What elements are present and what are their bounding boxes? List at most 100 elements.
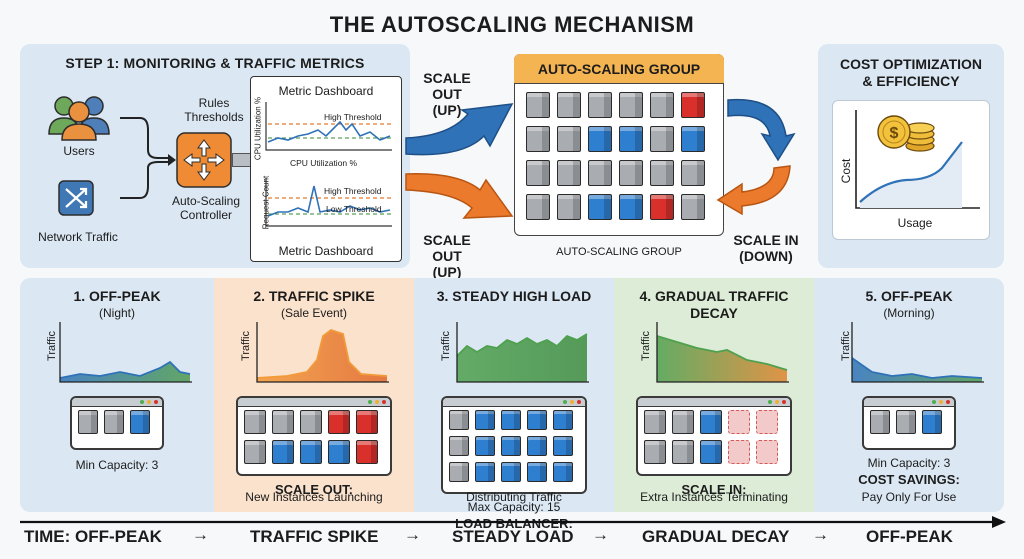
server-instance [328, 410, 350, 434]
timeline-step-arrow: → [192, 525, 209, 544]
server-instance [475, 410, 495, 430]
server-instance [244, 410, 266, 434]
rules-label: Rules Thresholds [184, 96, 244, 124]
server-instance [672, 410, 694, 434]
server-instance [681, 126, 705, 152]
users-label: Users [63, 144, 95, 158]
server-instance [650, 126, 674, 152]
server-instance [501, 436, 521, 456]
traffic-axis-label: Traffic [640, 331, 652, 361]
timeline-step-arrow: → [404, 525, 421, 544]
server-instance [681, 160, 705, 186]
asg-header: AUTO-SCALING GROUP [514, 54, 724, 84]
cost-chart [855, 110, 980, 209]
server-instance [557, 194, 581, 220]
server-instance [681, 92, 705, 118]
phase-title: 4. GRADUAL TRAFFIC DECAY [639, 288, 789, 321]
server-instance [527, 436, 547, 456]
cost-ylabel: Cost [839, 158, 853, 184]
server-instance [104, 410, 124, 434]
server-instance [501, 462, 521, 482]
timeline-label: GRADUAL DECAY [642, 527, 790, 546]
traffic-chart [456, 322, 589, 383]
page-title: THE AUTOSCALING MECHANISM [329, 12, 695, 37]
metric-dashboard [250, 76, 402, 262]
dashboard-title-top: Metric Dashboard [278, 84, 374, 98]
users-icon [48, 96, 110, 141]
server-instance [526, 194, 550, 220]
phase-action: SCALE IN: [681, 482, 747, 497]
server-instance [650, 194, 674, 220]
phase-subtitle: (Morning) [883, 306, 935, 320]
phase-caption: Distributing Traffic [466, 490, 562, 504]
cpu-xlabel: CPU Utilization % [290, 158, 358, 168]
server-instance [356, 410, 378, 434]
server-instance [272, 440, 294, 464]
terminating-instance [756, 410, 778, 434]
phase-action: LOAD BALANCER: [455, 516, 573, 531]
server-instance [130, 410, 150, 434]
asg-footer: AUTO-SCALING GROUP [556, 246, 682, 258]
server-instance [272, 410, 294, 434]
scale-out-top-label: SCALE OUT (UP) [423, 70, 471, 118]
controller-icon [176, 132, 232, 188]
phase-subtitle: (Night) [98, 306, 135, 320]
terminating-instance [728, 440, 750, 464]
traffic-axis-label: Traffic [240, 331, 252, 361]
server-instance [588, 92, 612, 118]
high-threshold-1: High Threshold [324, 112, 382, 122]
connector-bar [232, 153, 252, 167]
phase-subtitle: (Sale Event) [280, 306, 348, 320]
server-instance [588, 194, 612, 220]
server-instance [896, 410, 916, 434]
timeline-label: TRAFFIC SPIKE [250, 527, 379, 546]
server-instance [672, 440, 694, 464]
cpu-chart [265, 102, 392, 151]
server-instance [557, 126, 581, 152]
terminating-instance [728, 410, 750, 434]
timeline-label: OFF-PEAK [866, 527, 953, 546]
timeline-step-arrow: → [592, 525, 609, 544]
high-threshold-2: High Threshold [324, 186, 382, 196]
server-instance [557, 160, 581, 186]
server-instance [300, 440, 322, 464]
phase-action: COST SAVINGS: [858, 472, 960, 487]
server-instance [553, 436, 573, 456]
server-instance [619, 92, 643, 118]
phase-panel-1 [20, 278, 214, 512]
cost-title: COST OPTIMIZATION & EFFICIENCY [839, 56, 983, 89]
phase-capacity: Min Capacity: 3 [867, 456, 951, 470]
scale-in-label: SCALE IN (DOWN) [733, 232, 799, 264]
timeline-arrow [20, 516, 1006, 528]
phase-title: 3. STEADY HIGH LOAD [436, 288, 592, 304]
timeline-label: TIME: OFF-PEAK [24, 527, 162, 546]
network-label: Network Traffic [38, 230, 118, 244]
server-instance [619, 126, 643, 152]
low-threshold: Low Threshold [326, 204, 382, 214]
server-instance [553, 410, 573, 430]
server-instance [244, 440, 266, 464]
server-instance [588, 126, 612, 152]
svg-text:$: $ [890, 125, 899, 142]
server-instance [78, 410, 98, 434]
server-instance [619, 194, 643, 220]
phase-action: SCALE OUT: [275, 482, 353, 497]
phase-title: 2. TRAFFIC SPIKE [253, 288, 375, 304]
network-icon [58, 180, 94, 216]
server-instance [527, 462, 547, 482]
coins-icon: $ [877, 115, 935, 152]
phase-caption: Extra Instances Terminating [640, 490, 788, 504]
scale-out-arrows [405, 103, 514, 219]
traffic-chart [59, 322, 192, 383]
phase-title: 1. OFF-PEAK [73, 288, 161, 304]
dashboard-title-bottom: Metric Dashboard [278, 244, 374, 258]
server-instance [449, 462, 469, 482]
server-instance [526, 126, 550, 152]
server-rack [636, 396, 792, 476]
server-instance [557, 92, 581, 118]
phase-caption: New Instances Launching [245, 490, 383, 504]
phase-panel-5 [814, 278, 1004, 512]
server-instance [449, 410, 469, 430]
server-instance [328, 440, 350, 464]
phase-caption: Pay Only For Use [861, 490, 957, 504]
